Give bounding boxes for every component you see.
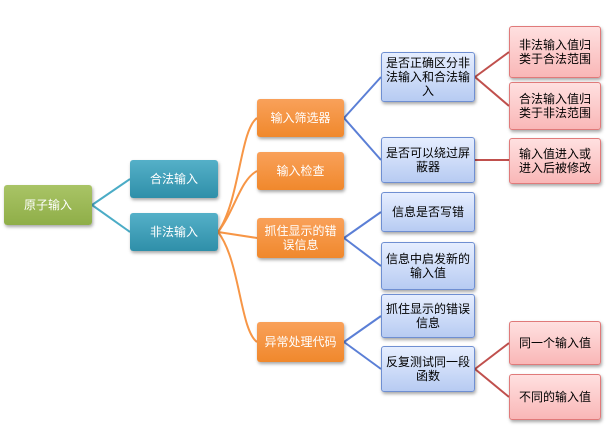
link-exception-retry [343,341,382,370]
link-distinguish-legal [474,76,510,107]
node-legal-to-illegal: 合法输入值归类于非法范围 [509,82,601,130]
link-root-legal [91,178,131,206]
node-distinguish: 是否正确区分非法输入和合法输入 [381,52,475,102]
node-illegal-to-legal: 非法输入值归类于合法范围 [509,26,601,78]
node-input-filter: 输入筛选器 [257,99,344,137]
node-retry-segment: 反复测试同一段函数 [381,346,475,392]
node-illegal-input: 非法输入 [130,213,218,251]
node-legal-input: 合法输入 [130,160,218,198]
link-errmsg-newvalue [343,237,382,267]
node-same-value: 同一个输入值 [509,321,601,365]
node-root: 原子输入 [4,185,92,225]
node-different-value: 不同的输入值 [509,374,601,420]
node-value-modified: 输入值进入或进入后被修改 [509,138,601,184]
node-message-new-value: 信息中启发新的输入值 [381,242,475,290]
node-error-message: 抓住显示的错误信息 [257,218,344,258]
node-message-written: 信息是否写错 [381,192,475,232]
node-bypass: 是否可以绕过屏蔽器 [381,137,475,183]
node-exception-handling: 异常处理代码 [257,322,344,362]
node-catch-message: 抓住显示的错误信息 [381,294,475,338]
link-distinguish-illegal [474,51,510,78]
link-illegal-check [217,170,258,233]
link-retry-diff [474,368,510,398]
link-illegal-filter [217,117,258,233]
link-illegal-exception [217,231,258,343]
node-input-check: 输入检查 [257,152,344,190]
link-illegal-errmsg [217,231,258,239]
link-exception-catch [343,315,382,343]
link-root-illegal [91,204,131,233]
link-errmsg-written [343,211,382,239]
link-filter-bypass [343,117,382,161]
link-filter-distinguish [343,76,382,119]
link-retry-same [474,342,510,370]
